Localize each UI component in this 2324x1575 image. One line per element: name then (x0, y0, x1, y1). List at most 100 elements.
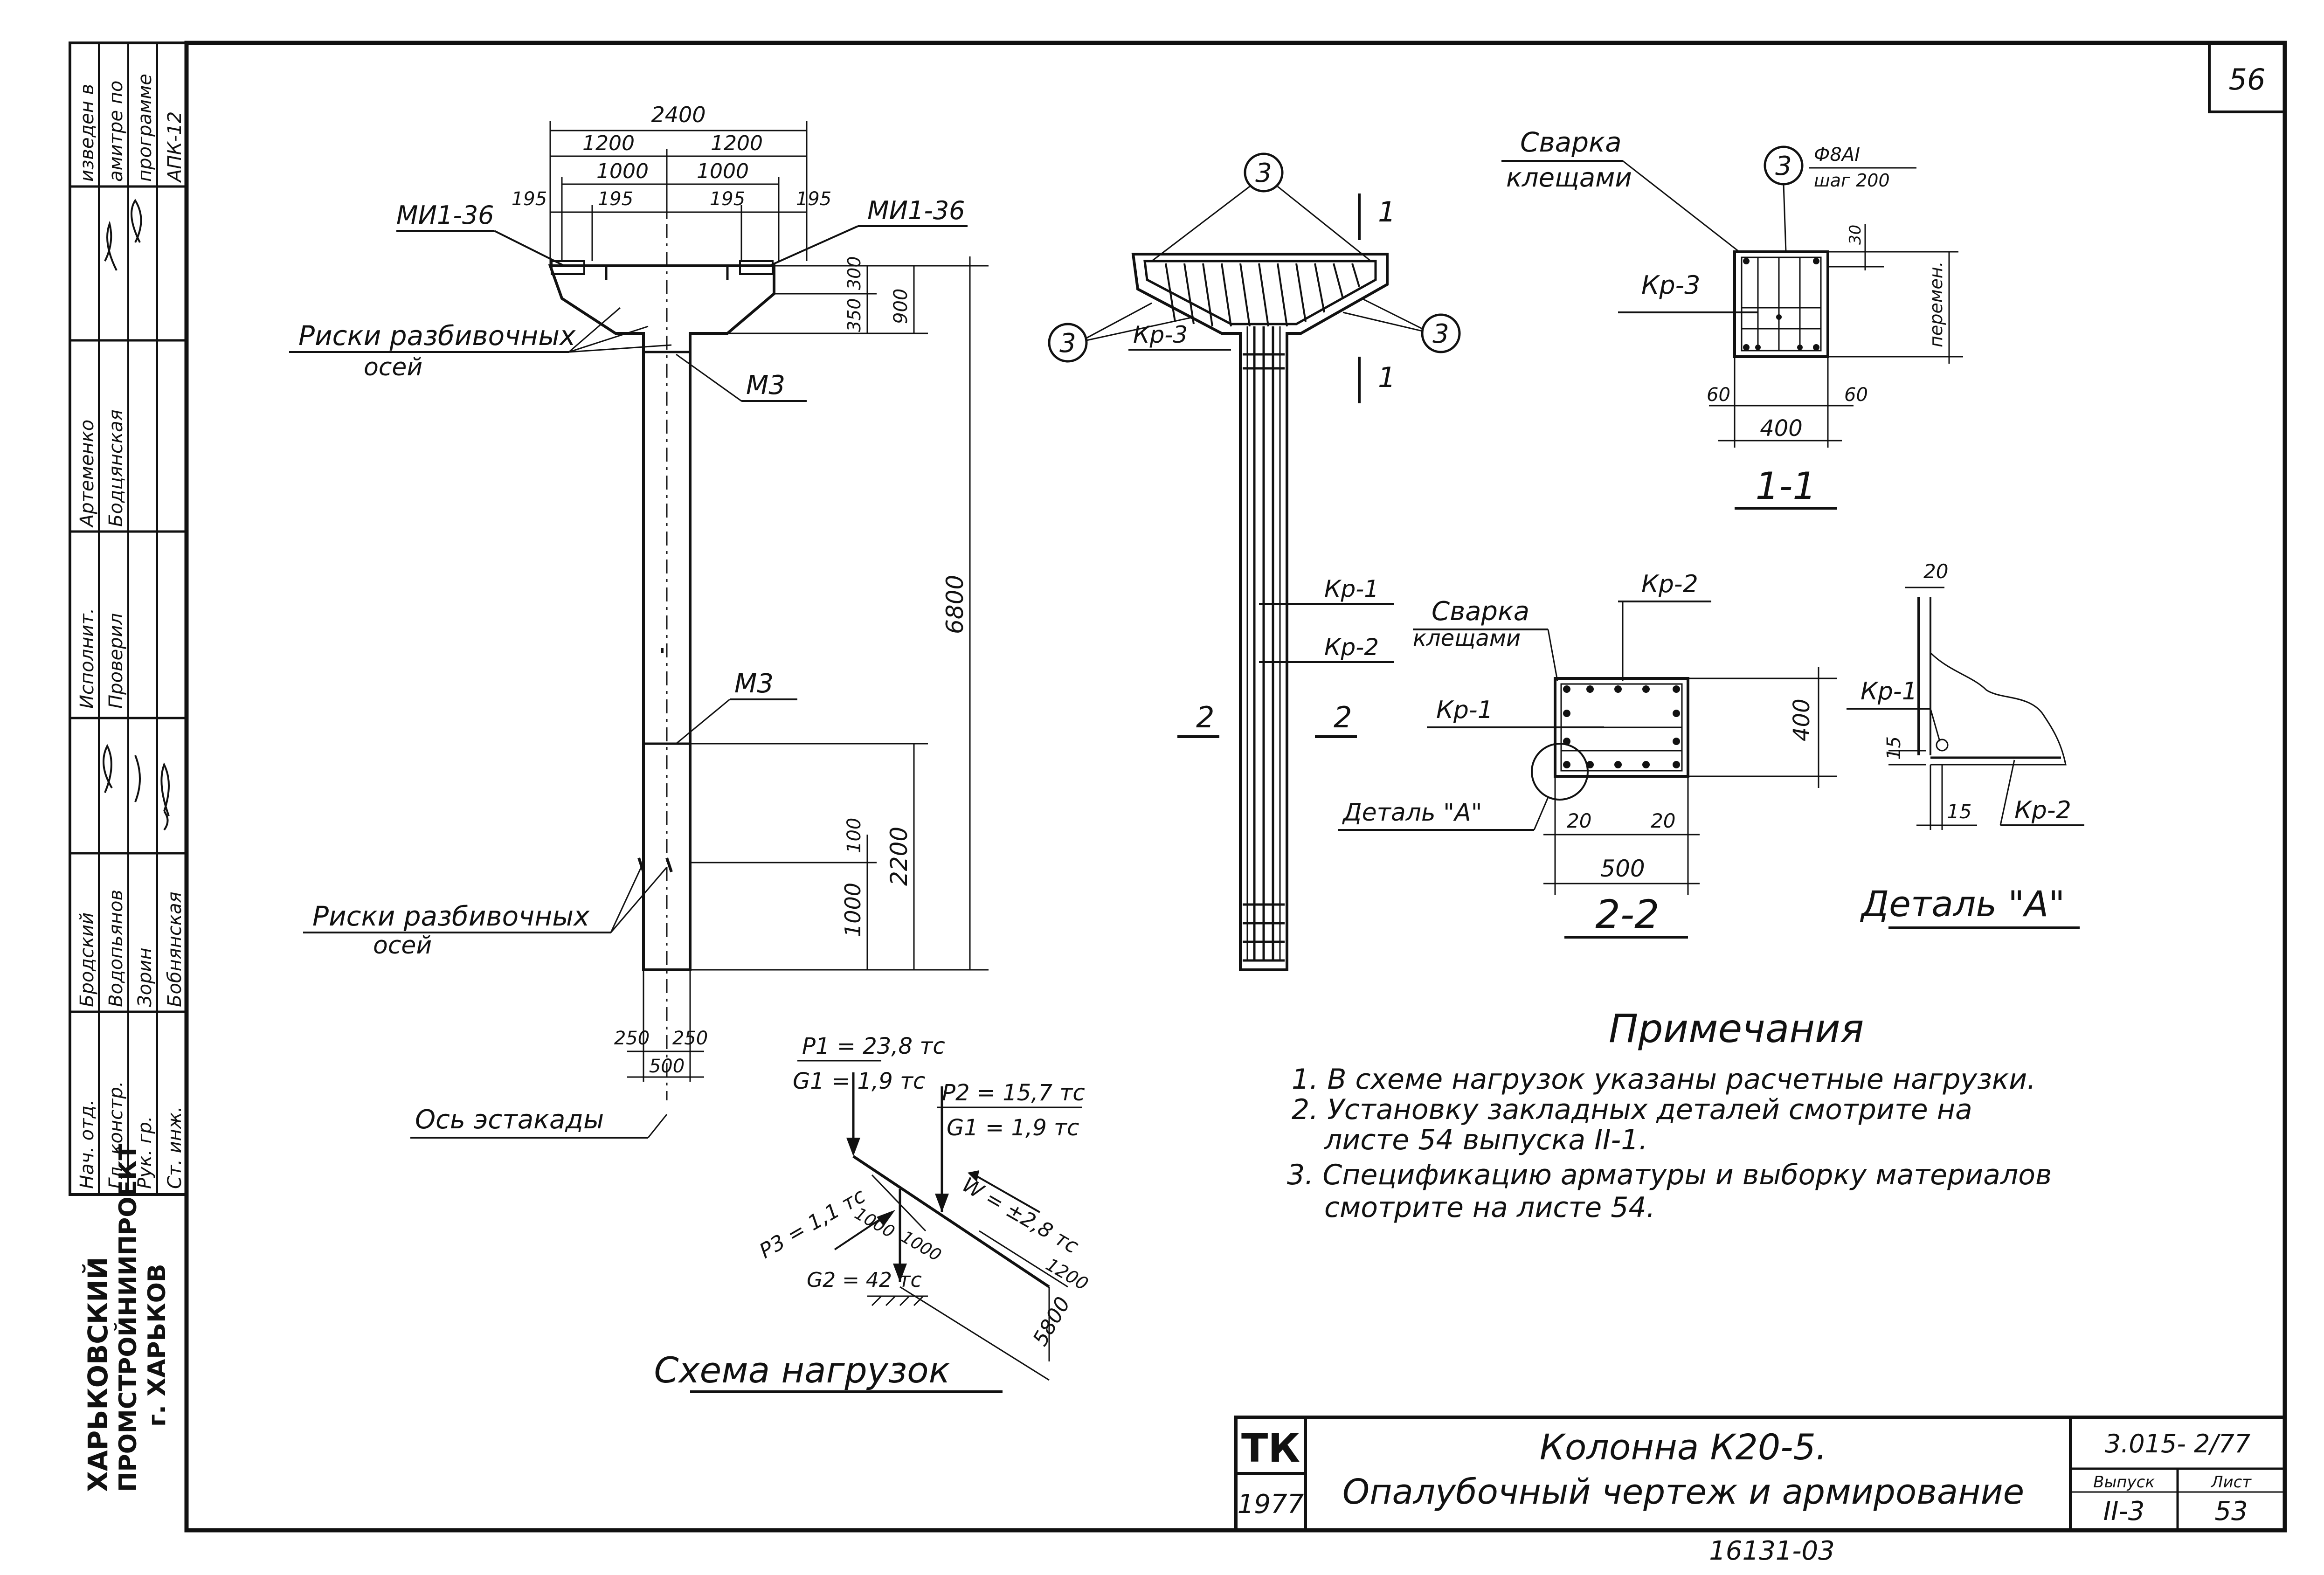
reinforcement-view: 3 3 3 Кр-3 1 1 Кр-1 Кр-2 2 2 (1048, 152, 1461, 971)
axis-label: Ось эстакады (415, 1105, 604, 1135)
notes: Примечания 1. В схеме нагрузок указаны р… (1287, 1006, 2052, 1224)
dim-1000-left: 1000 (596, 159, 649, 183)
load-g1-right: G1 = 1,9 тс (947, 1115, 1079, 1141)
stamp-name-4: Бобнянская (164, 891, 186, 1007)
load-dim-5800: 5800 (1028, 1293, 1075, 1350)
stamp-role-1: Нач. отд. (76, 1099, 98, 1189)
section-1-bottom: 1 (1378, 361, 1396, 394)
dim-195-c: 195 (710, 188, 745, 210)
series-code: ТК (1241, 1425, 1300, 1471)
load-dim-1000-b: 1000 (898, 1227, 945, 1265)
dim-400-2-2: 400 (1789, 698, 1815, 741)
weld-2-2-line-1: Сварка (1432, 596, 1529, 627)
dim-1000-right: 1000 (697, 159, 749, 183)
dim-300: 300 (844, 256, 865, 290)
stamp-top-2: амитре по (105, 81, 127, 182)
note-line-3: листе 54 выпуска II-1. (1324, 1124, 1648, 1156)
side-stamp: изведен в амитре по программе АПК-12 Нач… (69, 41, 188, 1492)
formwork-view: 2400 1200 1200 1000 1000 195 195 195 195… (289, 102, 989, 1139)
dim-250-right: 250 (672, 1028, 708, 1049)
dim-1200-right: 1200 (711, 131, 763, 155)
label-kp2-view: Кр-2 (1324, 634, 1379, 661)
detail-a: 20 Кр-1 15 15 Кр-2 Деталь "А" (1847, 560, 2084, 929)
dim-60-left: 60 (1707, 384, 1730, 406)
rebar-step: шаг 200 (1814, 170, 1890, 191)
org-line-3: г. ХАРЬКОВ (143, 1264, 171, 1427)
load-dim-1000-a: 1000 (851, 1204, 898, 1242)
risk-bottom-line-2: осей (373, 932, 432, 960)
marker-3-right: 3 (1432, 319, 1449, 349)
dim-100: 100 (844, 818, 865, 853)
section-2-2-title: 2-2 (1595, 891, 1659, 937)
stamp-name-6: Бодцянская (105, 409, 127, 527)
section-1-1: Сварка клещами 3 Ф8АI шаг 200 Кр-3 30 пе… (1501, 126, 1963, 510)
dim-20-left-2-2: 20 (1567, 809, 1591, 832)
dim-15-v: 15 (1883, 736, 1905, 760)
year: 1977 (1238, 1489, 1304, 1520)
drawing-title-line-1: Колонна К20-5. (1540, 1426, 1827, 1468)
dim-350: 350 (844, 298, 865, 332)
dim-250-left: 250 (614, 1028, 650, 1049)
label-kp2-detail: Кр-2 (2014, 796, 2071, 824)
dim-900: 900 (890, 289, 912, 324)
section-1-1-title: 1-1 (1756, 464, 1817, 508)
rebar-spec: Ф8АI (1814, 144, 1860, 166)
org-line-1: ХАРЬКОВСКИЙ (82, 1257, 114, 1492)
stamp-role-2: Гл. констр. (105, 1081, 127, 1189)
reinforcement-cage-top (1143, 260, 1377, 325)
drawing-title-line-2: Опалубочный чертеж и армирование (1342, 1472, 2024, 1512)
load-scheme: P1 = 23,8 тс G1 = 1,9 тс P2 = 15,7 тс G1… (654, 1033, 1092, 1393)
stamp-role-4: Ст. инж. (164, 1106, 186, 1189)
reinforcement-outline (1131, 253, 1389, 971)
notes-heading: Примечания (1609, 1006, 1864, 1051)
dim-15-h: 15 (1947, 800, 1971, 823)
dim-20-detail: 20 (1923, 560, 1948, 583)
sheet-number: 56 (2229, 62, 2266, 97)
column-outline (548, 264, 775, 971)
title-block: ТК 1977 Колонна К20-5. Опалубочный черте… (1234, 1416, 2287, 1532)
stamp-top-3: программе (134, 74, 156, 182)
doc-code: 3.015- 2/77 (2105, 1429, 2251, 1458)
section-2-2: Кр-2 Сварка клещами Кр-1 400 Деталь "А" … (1338, 570, 1837, 939)
section-2-right: 2 (1334, 700, 1352, 734)
reinforcement-hatch (1165, 263, 1360, 327)
dim-500-2-2: 500 (1600, 855, 1645, 882)
section-1-top: 1 (1378, 196, 1396, 228)
dim-30: 30 (1846, 225, 1865, 245)
archive-number: 16131-03 (1709, 1536, 1835, 1566)
label-mi-right: МИ1-36 (867, 196, 965, 225)
section-2-left: 2 (1196, 700, 1214, 734)
label-kp3-view: Кр-3 (1133, 321, 1188, 348)
dim-195-d: 195 (796, 188, 831, 210)
note-line-2: 2. Установку закладных деталей смотрите … (1292, 1093, 1972, 1126)
dim-1000: 1000 (840, 883, 865, 937)
detail-break-line (1930, 652, 2067, 766)
risk-bottom-line-1: Риски разбивочных (312, 900, 590, 932)
detail-a-title: Деталь "А" (1860, 883, 2065, 925)
stamp-name-3: Зорин (134, 947, 156, 1007)
stamp-top-4: АПК-12 (164, 111, 186, 183)
org-line-2: ПРОМСТРОЙНИИПРОЕКТ (114, 1144, 142, 1492)
risk-top-line-2: осей (364, 353, 422, 381)
label-kp2-section: Кр-2 (1641, 570, 1698, 598)
label-kp1-detail: Кр-1 (1861, 677, 1917, 705)
load-p3: P3 = 1,1 тс (755, 1184, 870, 1264)
load-p1: P1 = 23,8 тс (802, 1033, 945, 1059)
weld-1-1-line-2: клещами (1506, 163, 1632, 193)
label-kp3-section: Кр-3 (1641, 270, 1700, 300)
marker-3-left: 3 (1059, 328, 1076, 359)
weld-1-1-line-1: Сварка (1520, 126, 1622, 158)
sheet-label: Лист (2210, 1473, 2252, 1492)
issue-value: II-3 (2103, 1496, 2145, 1527)
note-line-5: смотрите на листе 54. (1324, 1191, 1655, 1224)
dim-1200-left: 1200 (582, 131, 635, 155)
risk-top-line-1: Риски разбивочных (298, 320, 576, 352)
label-kp1-section: Кр-1 (1436, 696, 1493, 724)
label-m3-mid: М3 (734, 669, 774, 699)
label-kp1-view: Кр-1 (1324, 575, 1379, 602)
dim-6800: 6800 (941, 575, 968, 634)
dim-var: перемен. (1926, 261, 1946, 347)
stamp-role-3: Рук. гр. (134, 1116, 156, 1189)
outer-frame (184, 41, 2287, 1533)
stamp-name-1: Бродский (76, 912, 98, 1007)
